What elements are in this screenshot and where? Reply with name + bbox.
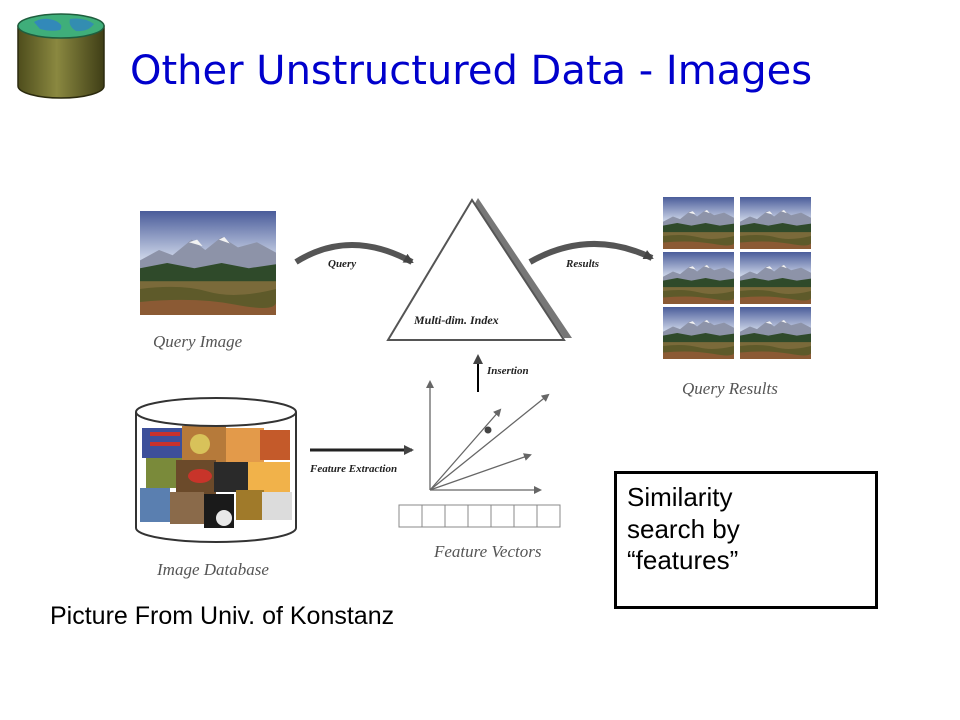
query-results-grid xyxy=(663,197,811,359)
multi-dim-index-triangle xyxy=(386,198,572,341)
image-credit: Picture From Univ. of Konstanz xyxy=(50,602,395,630)
feature-point xyxy=(484,426,492,434)
similarity-note-box: Similarity search by “features” xyxy=(614,471,878,609)
database-logo-icon xyxy=(17,13,105,99)
results-arrow xyxy=(528,241,654,265)
results-arrow-label: Results xyxy=(565,258,599,270)
query-image xyxy=(140,211,276,315)
query-arrow-label: Query xyxy=(328,258,356,270)
query-results-caption: Query Results xyxy=(682,379,778,398)
feature-vectors-caption: Feature Vectors xyxy=(433,542,542,561)
note-line: “features” xyxy=(627,545,739,576)
feature-vector-cells xyxy=(398,504,561,528)
multi-dim-index-label: Multi-dim. Index xyxy=(413,313,499,327)
query-image-caption: Query Image xyxy=(153,332,243,351)
query-arrow xyxy=(294,242,414,265)
note-line: Similarity xyxy=(627,482,733,512)
image-database-cylinder xyxy=(135,397,297,543)
feature-vector-plot xyxy=(426,380,550,494)
image-database-caption: Image Database xyxy=(156,560,269,579)
slide-title: Other Unstructured Data - Images xyxy=(130,48,813,94)
feature-extraction-label: Feature Extraction xyxy=(309,463,397,475)
insertion-label: Insertion xyxy=(486,365,529,377)
note-line: search by xyxy=(627,513,740,544)
